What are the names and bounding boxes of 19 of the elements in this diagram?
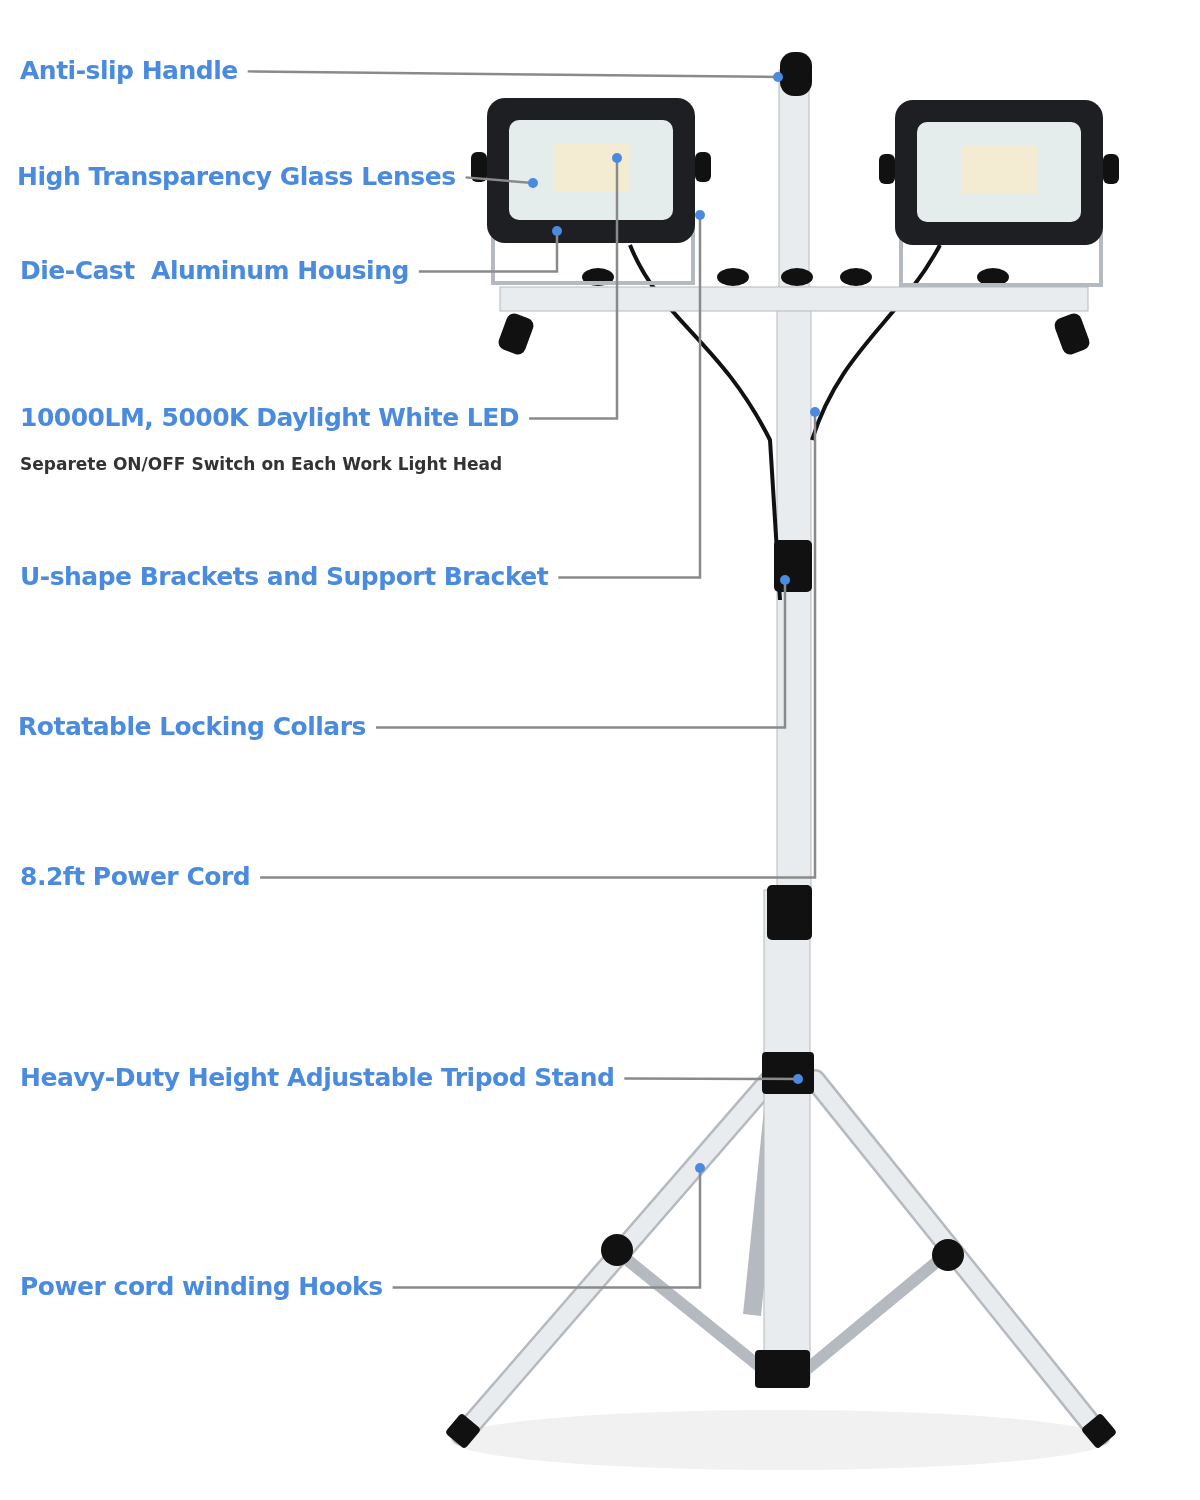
leader-line xyxy=(529,153,622,420)
callout-label: Rotatable Locking Collars xyxy=(18,713,366,742)
leader-line xyxy=(624,1074,803,1084)
callout-label: High Transparency Glass Lenses xyxy=(17,163,456,192)
leader-line xyxy=(392,1163,705,1289)
leader-line xyxy=(465,176,538,188)
callout-label: Power cord winding Hooks xyxy=(20,1273,383,1302)
leader-line xyxy=(260,407,820,879)
callout-label: Heavy-Duty Height Adjustable Tripod Stand xyxy=(20,1064,615,1093)
note-text: Separete ON/OFF Switch on Each Work Light Head xyxy=(20,454,503,474)
leader-line xyxy=(247,70,783,82)
leader-line xyxy=(375,575,790,729)
leader-line xyxy=(558,210,705,579)
callout-label: 8.2ft Power Cord xyxy=(20,863,251,892)
callout-label: 10000LM, 5000K Daylight White LED xyxy=(20,404,520,433)
callout-label: U-shape Brackets and Support Bracket xyxy=(20,563,549,592)
leader-line xyxy=(418,226,562,273)
callout-label: Anti-slip Handle xyxy=(20,57,238,86)
callout-label: Die-Cast Aluminum Housing xyxy=(20,257,409,286)
